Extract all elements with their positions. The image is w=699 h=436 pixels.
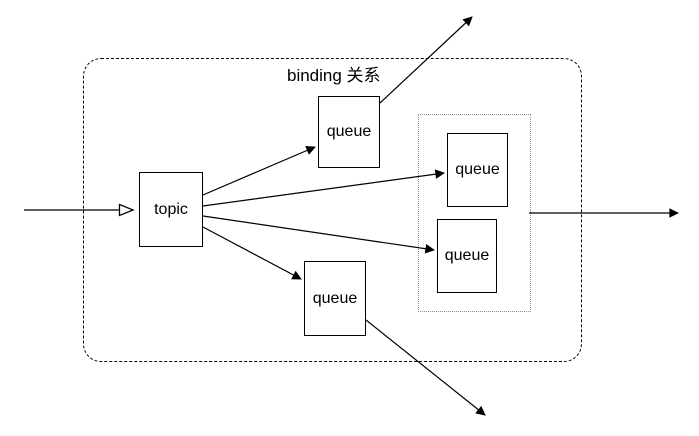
binding-group-label: binding 关系 [287, 66, 381, 85]
node-queue-inner-2: queue [437, 219, 497, 293]
node-queue-bottom: queue [304, 261, 366, 336]
node-queue-inner-1: queue [447, 133, 508, 207]
node-queue-top: queue [318, 96, 380, 168]
node-queue-top-label: queue [326, 123, 372, 140]
node-topic-label: topic [154, 200, 188, 218]
node-queue-bottom-label: queue [312, 289, 358, 307]
node-queue-inner-2-label: queue [444, 247, 490, 264]
node-topic: topic [139, 172, 203, 247]
node-queue-inner-1-label: queue [455, 161, 500, 178]
